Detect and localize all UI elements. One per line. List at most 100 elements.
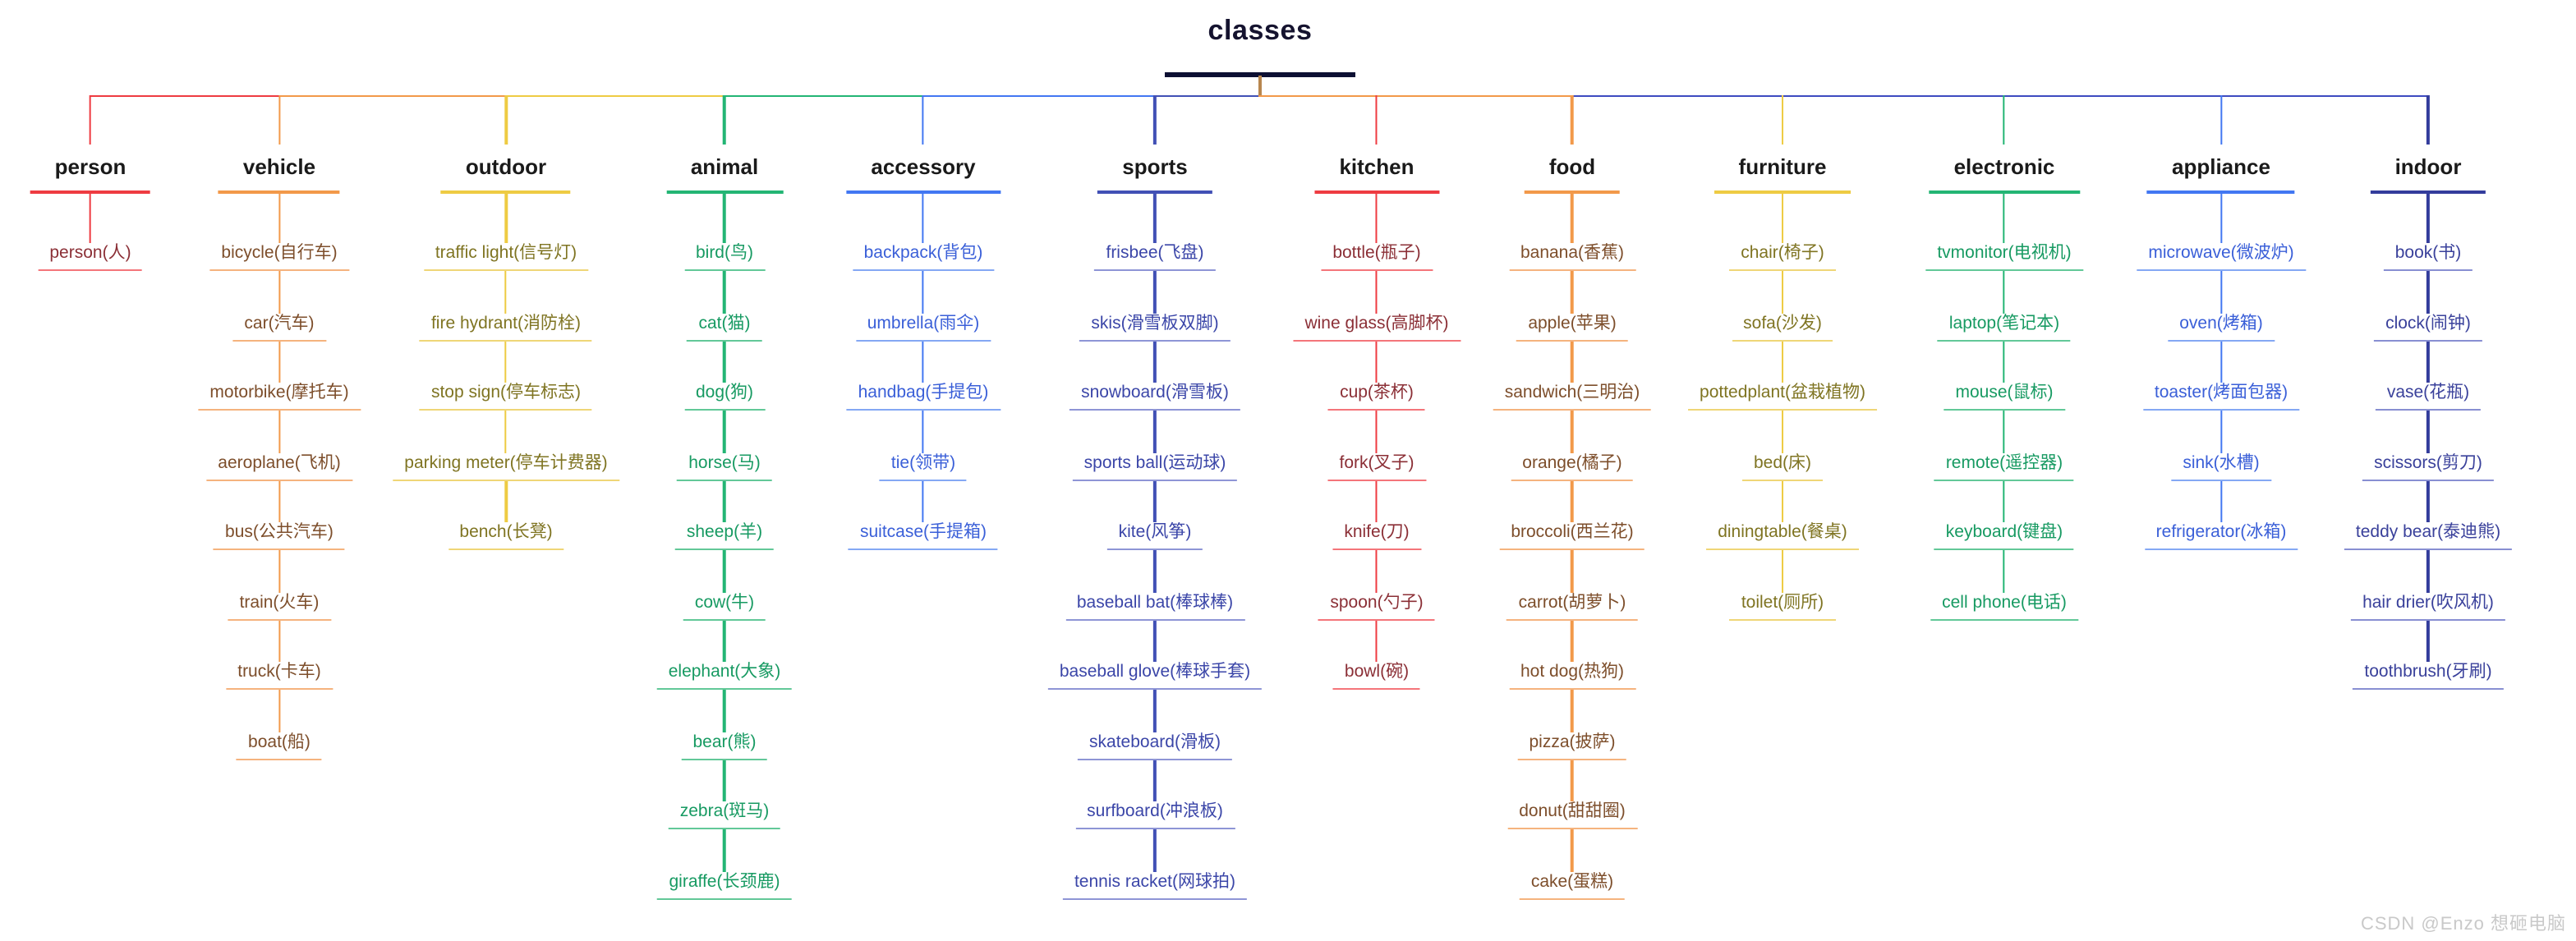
leaf-label[interactable]: oven(烤箱) [2179,313,2263,333]
leaf-label[interactable]: boat(船) [248,732,310,752]
leaf-label[interactable]: cat(猫) [698,313,751,333]
root-node-label[interactable]: classes [1208,15,1313,46]
leaf-label[interactable]: skis(滑雪板双脚) [1091,313,1219,333]
leaf-label[interactable]: sandwich(三明治) [1504,383,1640,403]
leaf-label[interactable]: motorbike(摩托车) [209,383,349,403]
leaf-label[interactable]: kite(风筝) [1118,522,1192,543]
leaf-label[interactable]: apple(苹果) [1528,313,1617,333]
leaf-label[interactable]: toilet(厕所) [1741,592,1824,613]
leaf-label[interactable]: handbag(手提包) [858,383,989,403]
leaf-label[interactable]: truck(卡车) [237,662,321,682]
category-title[interactable]: furniture [1738,154,1827,178]
leaf-label[interactable]: bicycle(自行车) [221,243,338,264]
leaf-label[interactable]: hot dog(热狗) [1520,662,1625,682]
leaf-label[interactable]: elephant(大象) [668,662,781,682]
leaf-label[interactable]: refrigerator(冰箱) [2155,522,2287,543]
leaf-label[interactable]: umbrella(雨伞) [867,313,980,333]
mindmap-node: bicycle(自行车) [209,243,349,272]
leaf-label[interactable]: sink(水槽) [2183,452,2260,473]
leaf-label[interactable]: keyboard(键盘) [1945,522,2063,543]
mindmap-leaf-cell: handbag(手提包) [846,383,1000,453]
leaf-label[interactable]: bus(公共汽车) [225,522,334,543]
category-title[interactable]: appliance [2172,154,2270,178]
leaf-label[interactable]: sheep(羊) [686,522,763,543]
leaf-label[interactable]: orange(橘子) [1522,452,1622,473]
leaf-label[interactable]: pottedplant(盆栽植物) [1700,383,1865,403]
category-title[interactable]: vehicle [242,154,316,178]
leaf-label[interactable]: parking meter(停车计费器) [404,452,608,473]
leaf-label[interactable]: cake(蛋糕) [1530,871,1614,892]
leaf-label[interactable]: vase(花瓶) [2386,383,2470,403]
watermark: CSDN @Enzo 想砸电脑 [2360,915,2566,934]
leaf-label[interactable]: chair(椅子) [1741,243,1824,264]
leaf-label[interactable]: tvmonitor(电视机) [1937,243,2072,264]
leaf-label[interactable]: spoon(勺子) [1330,592,1424,613]
leaf-label[interactable]: bear(熊) [692,732,757,752]
category-title[interactable]: animal [690,154,759,178]
leaf-label[interactable]: cow(牛) [694,592,755,613]
leaf-label[interactable]: hair drier(吹风机) [2362,592,2494,613]
leaf-label[interactable]: teddy bear(泰迪熊) [2355,522,2501,543]
leaf-label[interactable]: bowl(碗) [1344,662,1410,682]
category-title[interactable]: electronic [1953,154,2055,178]
leaf-label[interactable]: sofa(沙发) [1743,313,1822,333]
leaf-label[interactable]: horse(马) [688,452,761,473]
leaf-label[interactable]: surfboard(冲浪板) [1087,801,1223,822]
leaf-label[interactable]: baseball glove(棒球手套) [1059,662,1251,682]
leaf-label[interactable]: aeroplane(飞机) [218,452,341,473]
leaf-label[interactable]: mouse(鼠标) [1955,383,2054,403]
category-title[interactable]: indoor [2394,154,2462,178]
leaf-label[interactable]: snowboard(滑雪板) [1081,383,1229,403]
leaf-underline [852,269,995,272]
category-title[interactable]: accessory [871,154,976,178]
leaf-label[interactable]: bench(长凳) [459,522,553,543]
leaf-label[interactable]: donut(甜甜圈) [1519,801,1626,822]
leaf-label[interactable]: tie(领带) [890,452,956,473]
category-title[interactable]: sports [1122,154,1188,178]
leaf-label[interactable]: skateboard(滑板) [1089,732,1221,752]
leaf-label[interactable]: sports ball(运动球) [1083,452,1226,473]
leaf-label[interactable]: fork(叉子) [1339,452,1414,473]
mindmap-node: toaster(烤面包器) [2142,383,2300,411]
category-title[interactable]: person [54,154,126,178]
leaf-label[interactable]: carrot(胡萝卜) [1518,592,1626,613]
mindmap-leaf-cell: bicycle(自行车) [209,243,349,314]
leaf-label[interactable]: dog(狗) [695,383,753,403]
leaf-label[interactable]: book(书) [2394,243,2462,264]
leaf-label[interactable]: tennis racket(网球拍) [1074,871,1236,892]
leaf-label[interactable]: toaster(烤面包器) [2154,383,2288,403]
leaf-label[interactable]: banana(香蕉) [1520,243,1625,264]
leaf-label[interactable]: scissors(剪刀) [2374,452,2482,473]
leaf-label[interactable]: person(人) [49,243,131,264]
leaf-label[interactable]: fire hydrant(消防栓) [430,313,582,333]
leaf-label[interactable]: wine glass(高脚杯) [1304,313,1449,333]
leaf-label[interactable]: laptop(笔记本) [1948,313,2060,333]
leaf-label[interactable]: car(汽车) [244,313,315,333]
category-title[interactable]: outdoor [465,154,547,178]
leaf-label[interactable]: bed(床) [1753,452,1811,473]
leaf-label[interactable]: traffic light(信号灯) [435,243,577,264]
leaf-label[interactable]: cell phone(电话) [1942,592,2067,613]
leaf-label[interactable]: remote(遥控器) [1945,452,2063,473]
leaf-label[interactable]: diningtable(餐桌) [1718,522,1847,543]
category-title[interactable]: food [1548,154,1596,178]
leaf-label[interactable]: zebra(斑马) [679,801,770,822]
leaf-label[interactable]: suitcase(手提箱) [859,522,987,543]
leaf-label[interactable]: frisbee(飞盘) [1106,243,1204,264]
leaf-label[interactable]: broccoli(西兰花) [1511,522,1634,543]
leaf-label[interactable]: train(火车) [239,592,320,613]
leaf-label[interactable]: toothbrush(牙刷) [2364,662,2492,682]
leaf-label[interactable]: knife(刀) [1344,522,1410,543]
leaf-label[interactable]: cup(茶杯) [1340,383,1414,403]
leaf-label[interactable]: bottle(瓶子) [1332,243,1421,264]
leaf-label[interactable]: pizza(披萨) [1529,732,1616,752]
category-title[interactable]: kitchen [1339,154,1414,178]
branch-drop-line [89,94,92,144]
leaf-label[interactable]: baseball bat(棒球棒) [1076,592,1234,613]
leaf-label[interactable]: clock(闹钟) [2385,313,2471,333]
leaf-label[interactable]: microwave(微波炉) [2148,243,2294,264]
leaf-label[interactable]: bird(鸟) [695,243,753,264]
leaf-label[interactable]: stop sign(停车标志) [430,383,582,403]
leaf-label[interactable]: giraffe(长颈鹿) [669,871,780,892]
leaf-label[interactable]: backpack(背包) [863,243,983,264]
